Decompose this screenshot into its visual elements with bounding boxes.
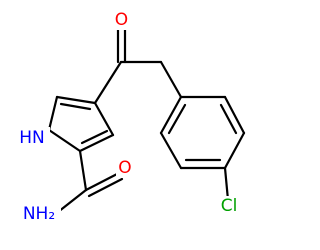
bond-c3-c2 [78, 133, 115, 153]
bond-amide-c-n [56, 188, 88, 214]
chlorine-label: Cl [221, 196, 238, 216]
bond-c5-c4 [55, 95, 97, 105]
amide-oxygen-label: O [118, 158, 131, 178]
structure-canvas: O HN O NH₂ Cl [14, 10, 246, 226]
bond-ar3-ar4 [223, 131, 246, 170]
molecule-diagram: O HN O NH₂ Cl [14, 10, 246, 226]
bond-c4-carbonyl [93, 60, 123, 105]
bond-c2-n1 [47, 128, 82, 153]
bond-ar2-ar3 [223, 95, 246, 135]
bond-ch2-aryl [159, 60, 183, 99]
bond-ar5-ar6 [159, 131, 183, 170]
bond-c2-amide-c [78, 149, 88, 192]
ketone-oxygen-label: O [115, 10, 128, 30]
atom-label-layer: O HN O NH₂ Cl [14, 10, 242, 226]
bond-n1-c5 [47, 95, 59, 132]
bond-c5-c4-inner [59, 102, 92, 111]
bond-layer [47, 24, 246, 214]
bond-ar6-ar1-inner [167, 103, 187, 135]
amide-nh2-label: NH₂ [23, 204, 55, 224]
bond-c3-c2-inner [80, 129, 109, 145]
bond-amide-c-o-b [87, 177, 124, 198]
pyrrole-nh-label: HN [19, 128, 45, 148]
bond-ar4-cl [223, 166, 230, 202]
bond-c4-c3 [93, 101, 115, 137]
bond-ar2-ar3-inner [219, 103, 238, 135]
bond-amide-c-o-a [84, 171, 121, 192]
bond-ar6-ar1 [159, 95, 183, 135]
